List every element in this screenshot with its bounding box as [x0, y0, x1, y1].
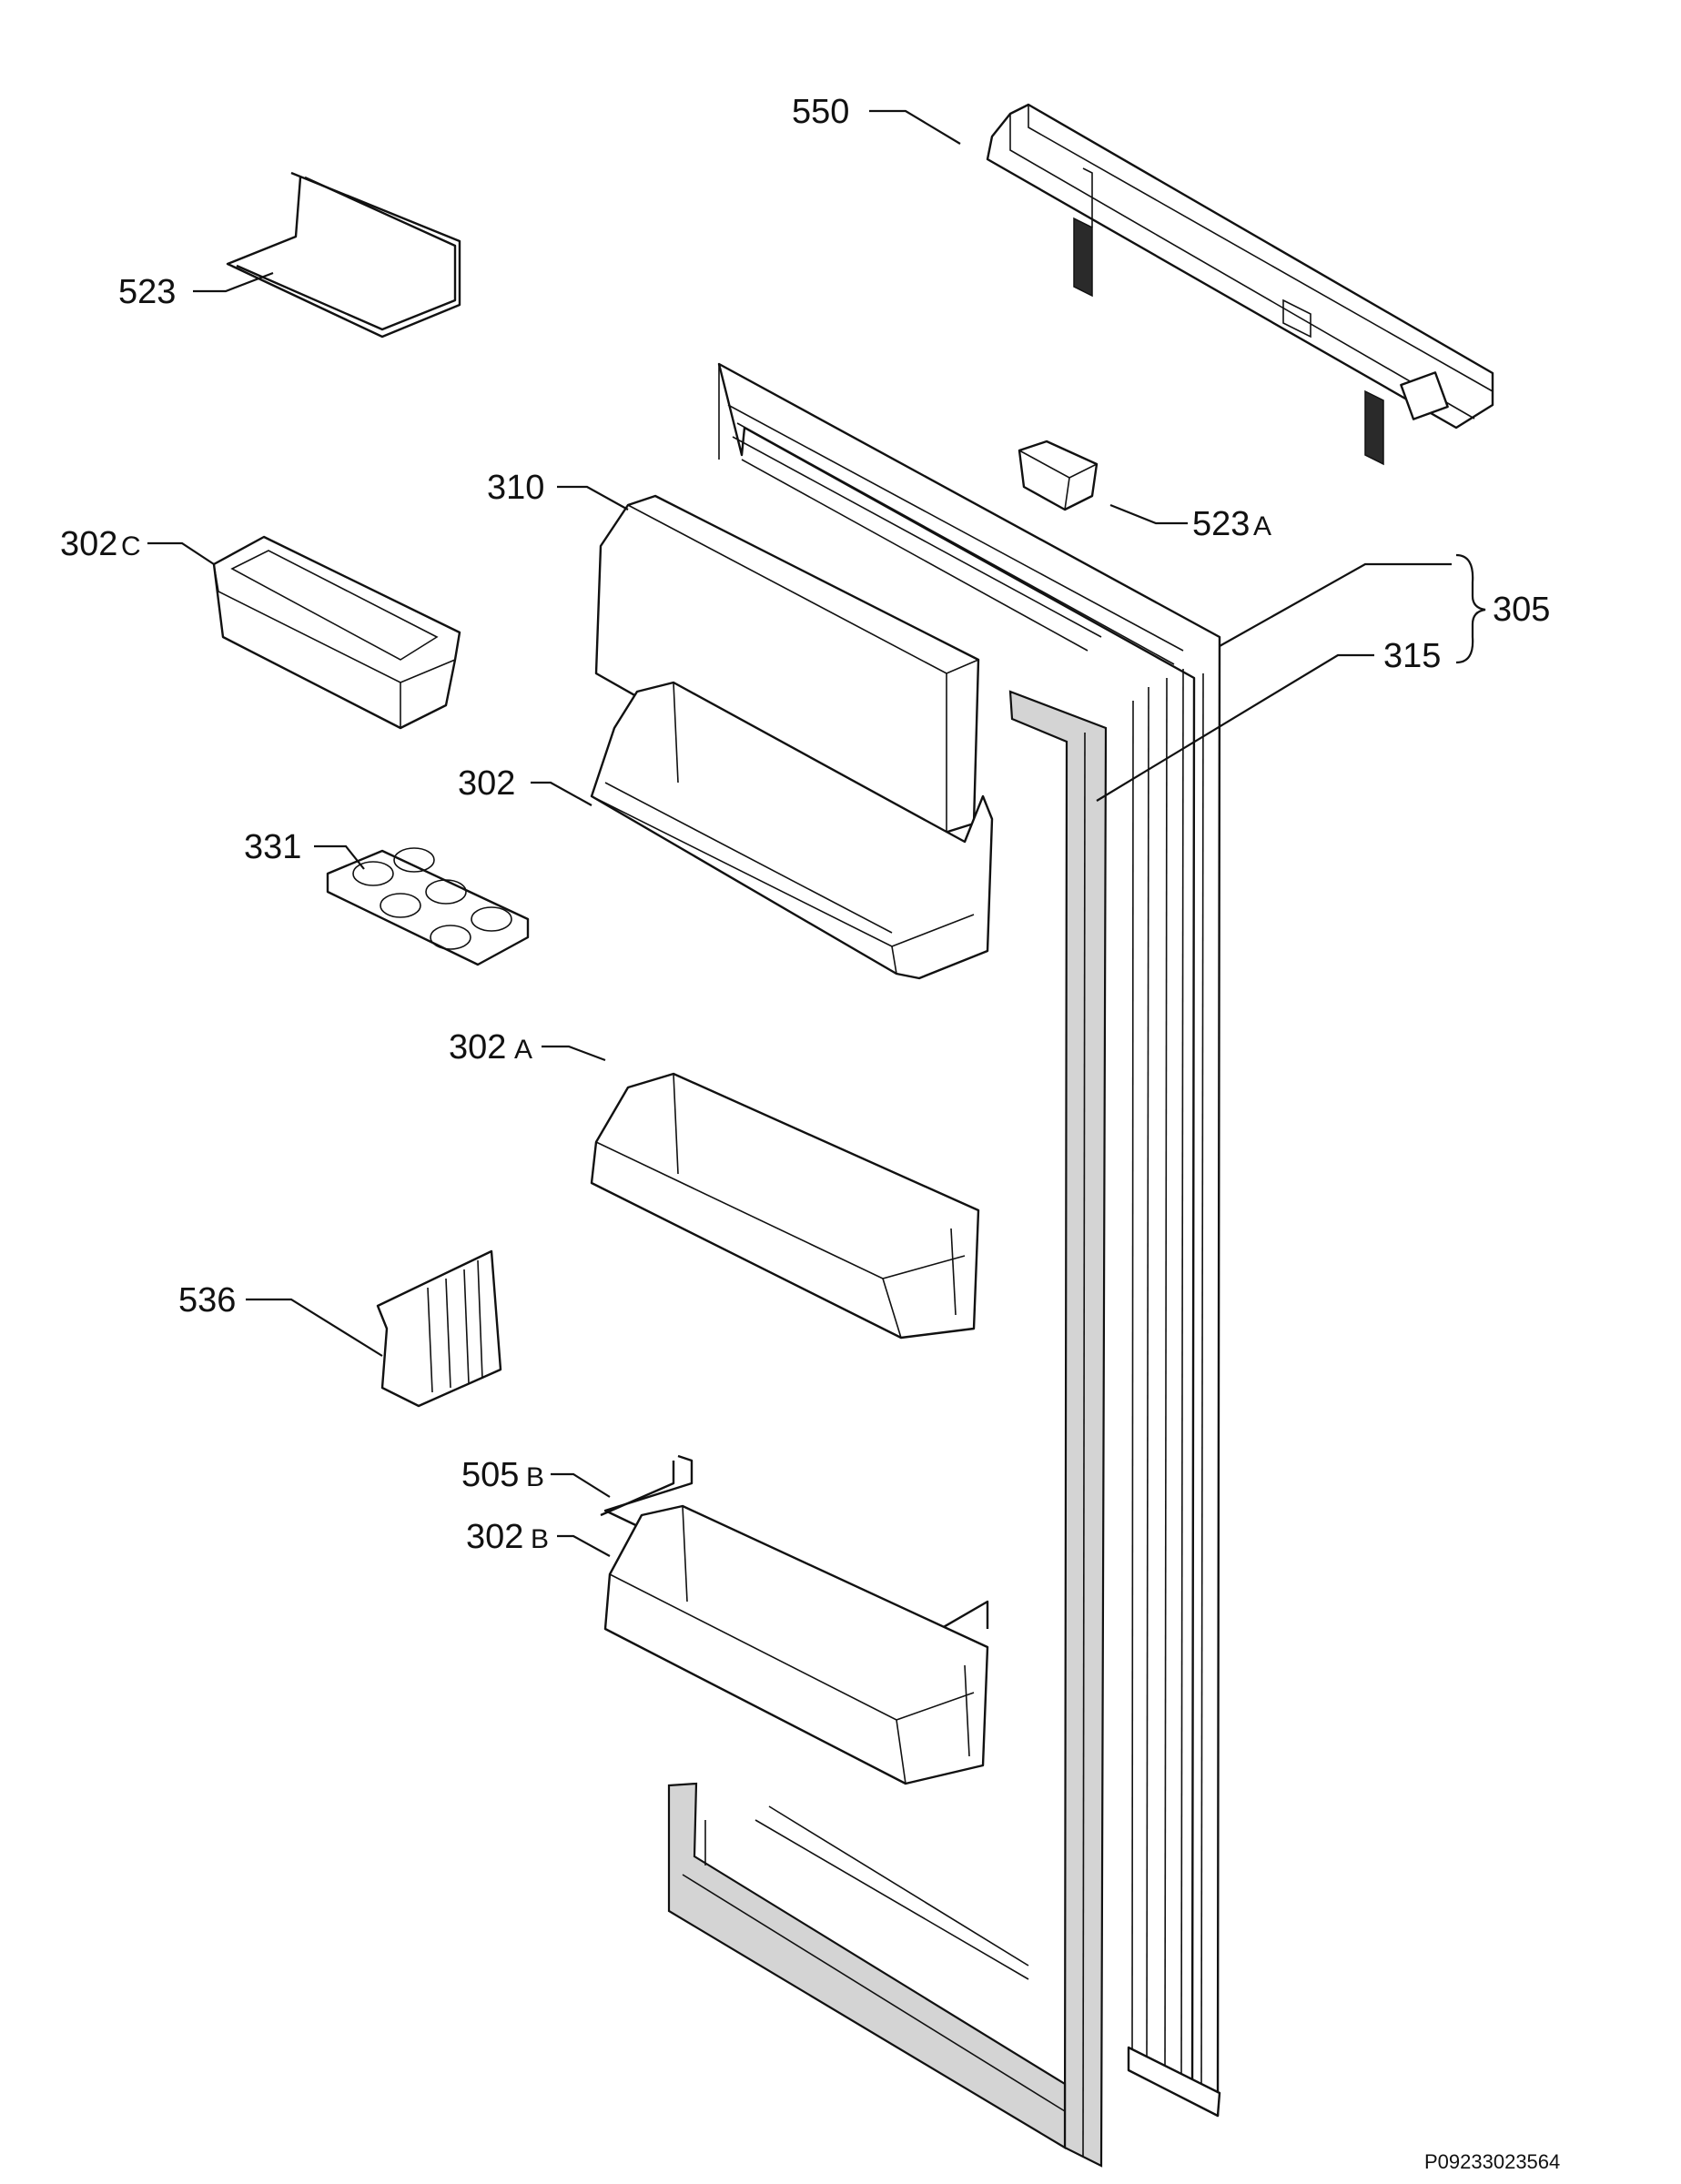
label-302b-number: 302	[466, 1518, 523, 1556]
door-shelf-302a	[590, 1072, 980, 1340]
label-310: 310	[487, 469, 544, 507]
label-550: 550	[792, 93, 849, 131]
door-frame-305	[717, 362, 1221, 2118]
hinge-block-523a	[1018, 440, 1099, 511]
label-302c-number: 302	[60, 525, 117, 563]
part-labels: 550 523 523 A 310 302 C 305 315 302 331 …	[60, 93, 1560, 2173]
label-331: 331	[244, 828, 301, 866]
wire-rail-523	[226, 171, 461, 339]
door-shelf-302b	[603, 1504, 989, 1785]
label-523a-number: 523	[1192, 505, 1250, 543]
butter-dish-302c	[212, 535, 461, 730]
label-302: 302	[458, 764, 515, 803]
label-302a-suffix: A	[514, 1035, 532, 1065]
label-305: 305	[1493, 591, 1550, 629]
bottle-retainer-505b	[600, 1454, 989, 1653]
bottle-divider-536	[376, 1249, 502, 1408]
door-shelf-302	[590, 681, 994, 980]
document-code: P09233023564	[1424, 2150, 1560, 2173]
label-302b-suffix: B	[531, 1524, 549, 1554]
label-536: 536	[178, 1281, 236, 1320]
leader-lines	[147, 109, 1486, 1557]
label-505b-number: 505	[461, 1456, 519, 1494]
label-302a-number: 302	[449, 1028, 506, 1067]
door-gasket-315	[667, 690, 1108, 2168]
label-315: 315	[1383, 637, 1441, 675]
label-523: 523	[118, 273, 176, 311]
label-302c-suffix: C	[121, 531, 141, 561]
label-505b-suffix: B	[526, 1462, 544, 1492]
egg-tray-331	[326, 847, 530, 966]
label-523a-suffix: A	[1253, 511, 1271, 541]
hinge-bar-550	[986, 103, 1494, 466]
